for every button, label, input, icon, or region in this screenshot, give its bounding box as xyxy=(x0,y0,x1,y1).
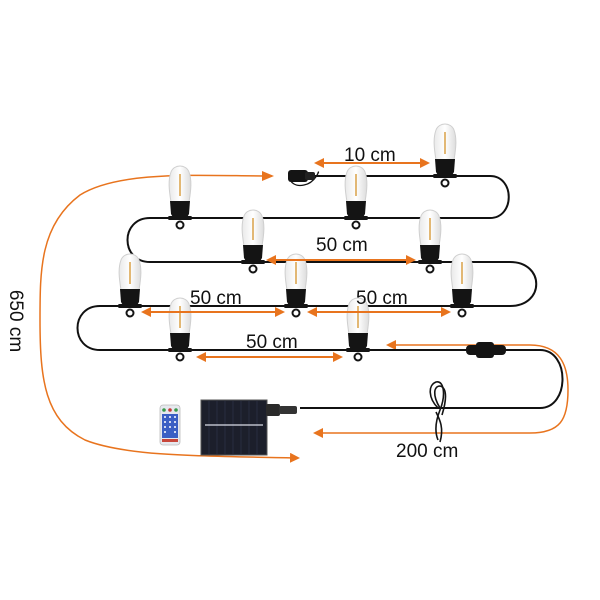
bulb-icon xyxy=(449,253,475,318)
bulb-icon xyxy=(343,165,369,230)
solar-panel-icon xyxy=(200,399,297,456)
label-200cm: 200 cm xyxy=(396,441,459,462)
arc-650cm xyxy=(39,174,300,463)
spacing-arrows xyxy=(141,158,451,362)
light-string-wire xyxy=(76,171,564,409)
remote-control-icon xyxy=(159,404,181,446)
bulb-icon xyxy=(417,209,443,274)
bulb-icon xyxy=(167,165,193,230)
label-50cm-row3-right: 50 cm xyxy=(356,288,408,309)
bulb-icon xyxy=(240,209,266,274)
waterproof-connector-icon xyxy=(466,342,506,358)
label-50cm-row4: 50 cm xyxy=(246,332,298,353)
label-10cm: 10 cm xyxy=(344,145,396,166)
bulb-icon xyxy=(167,297,193,362)
bulbs xyxy=(117,123,475,362)
bulb-icon xyxy=(283,253,309,318)
label-650cm: 650 cm xyxy=(5,289,27,353)
bulb-icon xyxy=(432,123,458,188)
arc-200cm xyxy=(313,340,569,438)
start-connector-icon xyxy=(288,170,315,182)
label-50cm-row2: 50 cm xyxy=(316,235,368,256)
label-50cm-row3-left: 50 cm xyxy=(190,288,242,309)
bulb-icon xyxy=(117,253,143,318)
coiled-cable-icon xyxy=(429,381,447,443)
